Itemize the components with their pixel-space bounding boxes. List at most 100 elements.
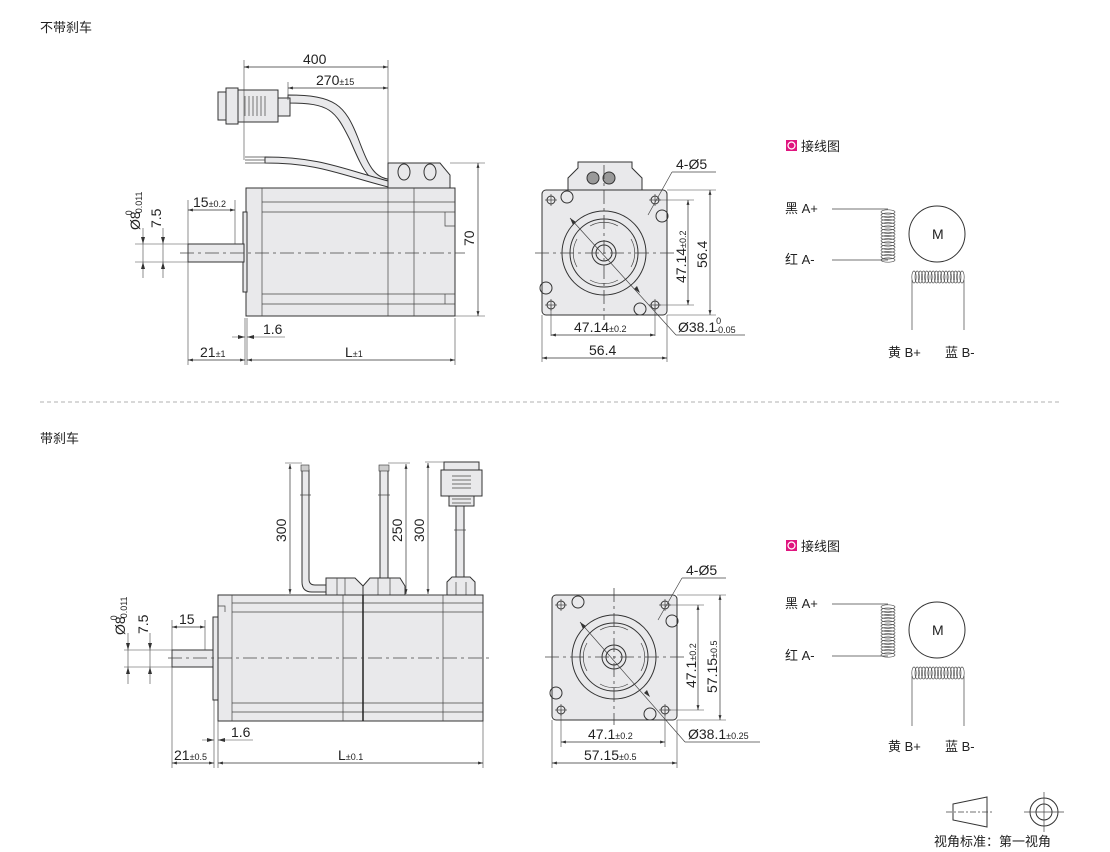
dim-pitch-h: 47.14±0.2	[574, 319, 627, 335]
coil-loop	[880, 241, 896, 247]
coil-loop	[880, 626, 896, 632]
coil-loop	[880, 633, 896, 639]
coil-loop	[959, 666, 965, 680]
coil-loop	[946, 270, 952, 284]
front-flange	[551, 594, 678, 721]
coil-loop	[880, 636, 896, 642]
dim-size-v: 56.4	[694, 241, 710, 268]
section-marker-icon	[786, 540, 797, 551]
coil-loop	[880, 614, 896, 620]
side-view-no-brake: 400 270±15 70 Ø80-0.011 7.5 15±0.2 1.6 2…	[124, 51, 485, 365]
dim-1-6: 1.6	[263, 321, 283, 337]
dim-pilot: Ø38.10-0.05	[678, 316, 736, 335]
coil-loop	[880, 604, 896, 610]
coil-loop	[924, 270, 930, 284]
dim-400: 400	[303, 51, 327, 67]
coil-loop	[953, 270, 959, 284]
label-a-plus: 黑 A+	[785, 596, 818, 611]
coil-loop	[880, 219, 896, 225]
label-a-minus: 红 A-	[785, 252, 815, 267]
coil-loop	[880, 617, 896, 623]
coil-loop	[880, 623, 896, 629]
motor-symbol	[908, 205, 966, 263]
dim-15: 15±0.2	[193, 194, 226, 210]
coil-loop	[880, 652, 896, 658]
coil-loop	[880, 222, 896, 228]
coil-loop	[880, 610, 896, 616]
projection-label: 视角标准：第一视角	[934, 834, 1051, 849]
label-a-minus: 红 A-	[785, 648, 815, 663]
encoder-cable	[455, 505, 465, 579]
coil-loop	[927, 270, 933, 284]
label-b-plus: 黄 B+	[888, 345, 921, 360]
db-connector-icon	[217, 87, 291, 125]
dim-shaft-diameter: Ø80-0.011	[124, 191, 144, 230]
coil-loop	[946, 666, 952, 680]
dim-shaft-diameter: Ø80-0.011	[109, 596, 129, 635]
first-angle-projection-symbol: 视角标准：第一视角	[934, 792, 1064, 849]
coil-loop	[937, 666, 943, 680]
coil-loop	[880, 257, 896, 263]
label-a-plus: 黑 A+	[785, 201, 818, 216]
coil-loop	[911, 666, 917, 680]
label-b-minus: 蓝 B-	[945, 345, 975, 360]
motor-shaft	[171, 649, 214, 668]
db-connector-icon	[440, 461, 483, 507]
label-b-plus: 黄 B+	[888, 739, 921, 754]
coil-a-icon	[880, 604, 896, 658]
section-title-brake: 带刹车	[40, 431, 79, 446]
coil-loop	[880, 225, 896, 231]
coil-loop	[880, 607, 896, 613]
coil-loop	[880, 231, 896, 237]
dim-pitch-v: 47.14±0.2	[673, 231, 689, 284]
wiring-diagram-no-brake: 接线图 黑 A+ 红 A- M 黄 B+ 蓝 B-	[785, 139, 975, 360]
coil-loop	[914, 666, 920, 680]
coil-loop	[933, 270, 939, 284]
coil-loop	[880, 630, 896, 636]
dim-pitch-h: 47.1±0.2	[588, 726, 633, 742]
coil-loop	[940, 666, 946, 680]
dim-7-5: 7.5	[148, 208, 164, 228]
cable-outlet-box	[387, 162, 451, 189]
coil-loop	[921, 666, 927, 680]
brake-cable	[379, 469, 389, 579]
coil-loop	[917, 666, 923, 680]
dim-holes: 4-Ø5	[686, 562, 717, 578]
front-flange	[541, 189, 668, 316]
coil-loop	[880, 247, 896, 253]
coil-loop	[880, 244, 896, 250]
coil-loop	[940, 270, 946, 284]
coil-b-icon	[911, 270, 965, 284]
label-b-minus: 蓝 B-	[945, 739, 975, 754]
coil-loop	[953, 666, 959, 680]
motor-symbol	[908, 601, 966, 659]
wire-leads-icon	[245, 156, 265, 164]
wiring-diagram-brake: 接线图 黑 A+ 红 A- M 黄 B+ 蓝 B-	[785, 539, 975, 754]
dim-size-v: 57.15±0.5	[704, 641, 720, 694]
dim-holes: 4-Ø5	[676, 156, 707, 172]
side-view-brake: 300 250 300 Ø80-0.011 7.5 15 1.6 21±0.5 …	[109, 461, 490, 768]
dim-size-h: 57.15±0.5	[584, 747, 637, 763]
coil-loop	[880, 209, 896, 215]
coil-loop	[943, 270, 949, 284]
front-view-no-brake: 4-Ø5 47.14±0.2 56.4 47.14±0.2 56.4 Ø38.1…	[535, 156, 745, 362]
coil-loop	[921, 270, 927, 284]
dim-21: 21±1	[200, 344, 226, 360]
coil-loop	[924, 666, 930, 680]
dim-L: L±1	[345, 344, 363, 360]
coil-loop	[937, 270, 943, 284]
coil-b-icon	[911, 666, 965, 680]
coil-loop	[880, 620, 896, 626]
coil-loop	[880, 639, 896, 645]
coil-loop	[959, 270, 965, 284]
dim-300-power: 300	[273, 518, 289, 542]
dim-7-5: 7.5	[135, 614, 151, 634]
wiring-title: 接线图	[801, 539, 840, 554]
coil-loop	[880, 254, 896, 260]
motor-label: M	[932, 226, 944, 242]
dim-pitch-v: 47.1±0.2	[683, 643, 699, 688]
coil-loop	[917, 270, 923, 284]
coil-loop	[956, 270, 962, 284]
section-title-no-brake: 不带刹车	[40, 20, 92, 35]
